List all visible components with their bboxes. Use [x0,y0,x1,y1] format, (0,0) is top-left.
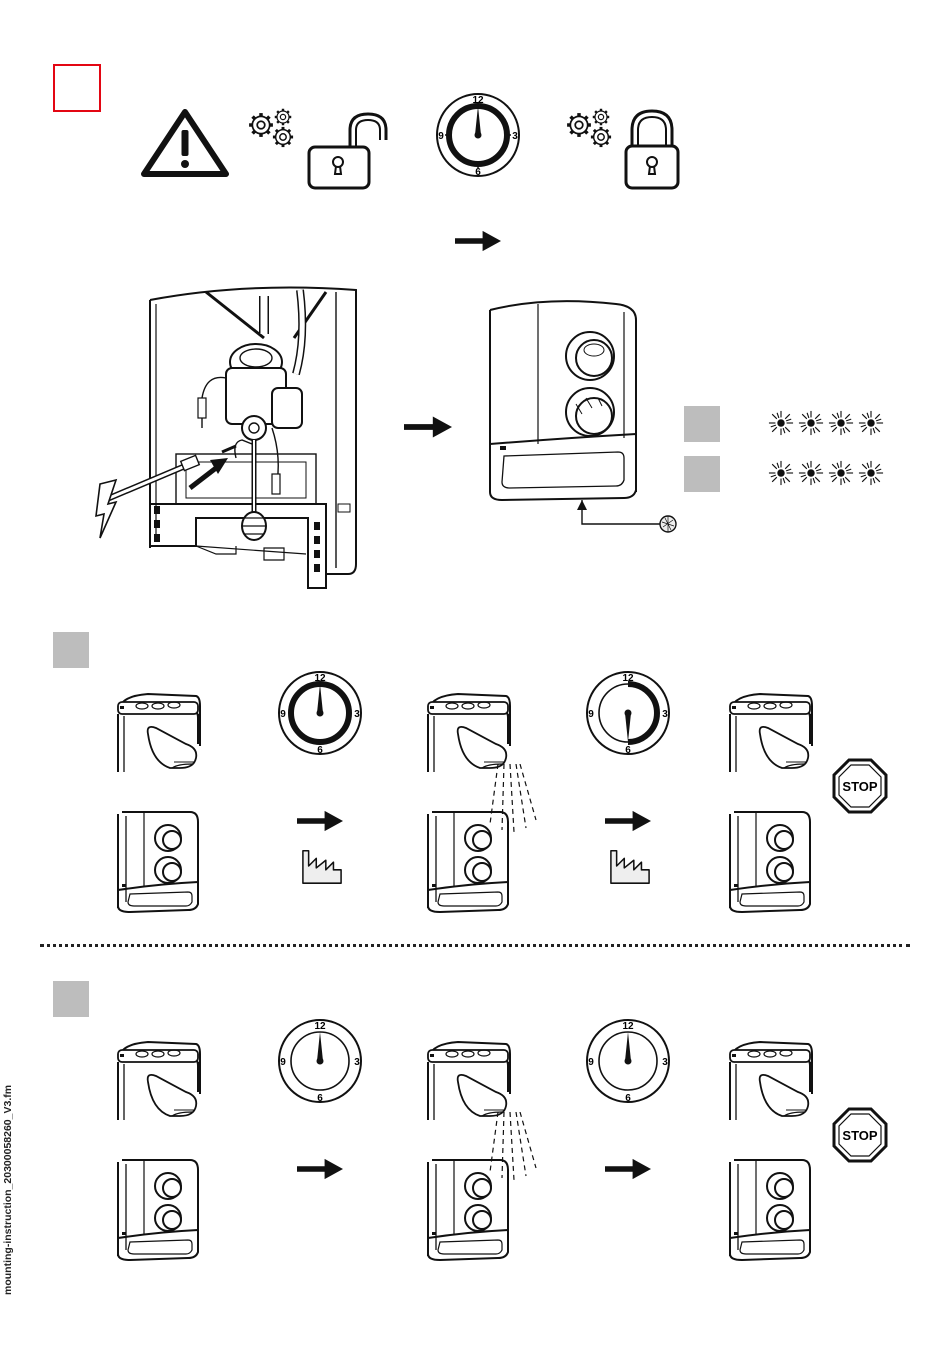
clock-dial-icon: 12 3 6 9 [585,1018,671,1104]
blinking-leds-row [768,408,884,438]
dial-label-12: 12 [472,95,484,106]
panel-illustration [720,808,820,918]
stop-label: STOP [842,1128,877,1143]
open-appliance-illustration [86,278,362,598]
dial-label-3: 3 [512,131,518,142]
clock-dial-icon: 12 3 6 9 [585,670,671,756]
dial-label-12: 12 [314,1021,326,1032]
dial-label-12: 12 [622,673,634,684]
stop-sign-icon: STOP [832,758,888,814]
red-square-marker [53,64,101,112]
panel-illustration [720,1156,820,1266]
dial-label-9: 9 [588,1057,594,1068]
arrow-right-icon [605,810,651,832]
padlock-open-icon [306,110,390,190]
dial-label-6: 6 [317,1093,323,1104]
panel-illustration [418,1156,518,1266]
dial-label-9: 9 [438,131,444,142]
padlock-closed-icon [624,108,680,190]
spout-illustration [720,1036,820,1126]
dial-label-12: 12 [314,673,326,684]
seal-washer-icon [658,514,678,534]
dial-label-3: 3 [662,1057,668,1068]
dial-label-6: 6 [475,167,481,178]
step-box [684,456,720,492]
clock-dial-icon: 12 3 6 9 [277,1018,363,1104]
dial-label-6: 6 [625,1093,631,1104]
panel-illustration [108,808,208,918]
section-box [53,632,89,668]
dial-label-3: 3 [354,709,360,720]
arrow-right-icon [605,1158,651,1180]
dial-label-12: 12 [622,1021,634,1032]
dial-label-6: 6 [317,745,323,756]
side-file-note: mounting-instruction_20300058260_V3.fm [2,1055,14,1295]
spout-illustration [720,688,820,778]
section-separator [40,944,910,947]
arrow-right-icon [297,810,343,832]
spout-illustration [108,688,208,778]
dial-label-9: 9 [280,709,286,720]
clock-dial-icon: 12 3 6 9 [277,670,363,756]
dial-label-3: 3 [662,709,668,720]
dial-label-3: 3 [354,1057,360,1068]
dial-label-9: 9 [588,709,594,720]
factory-icon [301,846,343,886]
panel-illustration [108,1156,208,1266]
arrow-right-icon [404,416,452,438]
stop-sign-icon: STOP [832,1107,888,1163]
factory-icon [609,846,651,886]
step-box [684,406,720,442]
section-box [53,981,89,1017]
spout-illustration [108,1036,208,1126]
lightning-icon [96,480,116,538]
warning-triangle-icon [140,108,230,178]
closed-appliance-illustration [486,296,646,506]
stop-label: STOP [842,779,877,794]
dial-label-6: 6 [625,745,631,756]
arrow-right-icon [297,1158,343,1180]
gears-icon [566,108,616,150]
dial-label-9: 9 [280,1057,286,1068]
arrow-right-icon [455,230,501,252]
clock-dial-icon: 12 3 6 9 [435,92,521,178]
gears-icon [248,108,298,150]
blinking-leds-row [768,458,884,488]
panel-illustration [418,808,518,918]
